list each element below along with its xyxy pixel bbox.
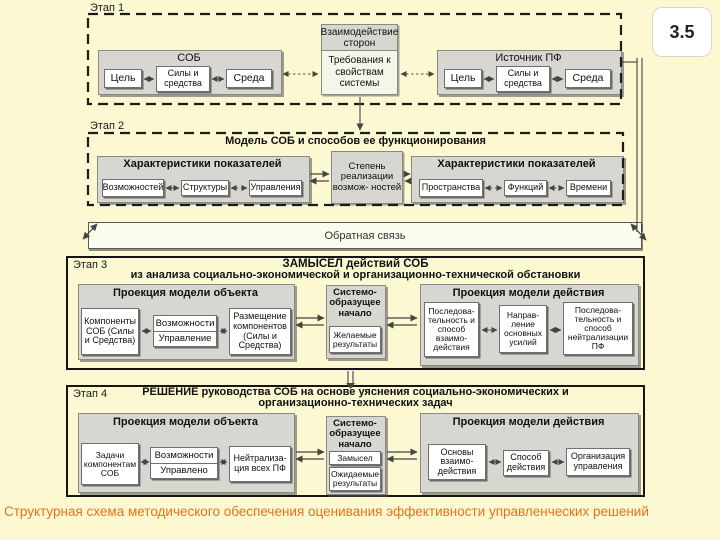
stage1-sob-forces: Силы и средства: [156, 66, 210, 92]
stage3-core-result: Желаемые результаты: [329, 326, 381, 353]
stage1-interaction-body: Требования к свойствам системы: [321, 51, 398, 95]
stage2-right-item-space: Пространства: [419, 179, 483, 197]
stage2-right-title: Характеристики показателей: [437, 158, 596, 170]
stage4-stack: Возможности Управлено: [150, 447, 218, 479]
stage2-left-item-control: Управления: [249, 180, 302, 196]
stage1-source-environment: Среда: [565, 69, 611, 88]
stage4-neutralization-box: Нейтрализа- ция всех ПФ: [229, 446, 291, 482]
stage3-stack-control: Управление: [154, 330, 216, 347]
stage3-frame: [66, 256, 645, 370]
stage3-object-title: Проекция модели объекта: [113, 287, 258, 299]
stage2-middle-box: Степень реализации возмож- ностей: [331, 151, 403, 204]
stage1-sob-environment: Среда: [226, 69, 272, 88]
stage1-sob-title: СОБ: [177, 52, 201, 64]
feedback-band: Обратная связь: [88, 222, 642, 249]
stage4-stack-capabilities: Возможности: [154, 449, 214, 461]
stage1-interaction-header: Взаимодействие сторон: [321, 24, 398, 51]
stage4-stack-control: Управлено: [151, 462, 217, 479]
stage2-left-title: Характеристики показателей: [123, 158, 282, 170]
slide-number-badge: 3.5: [652, 7, 712, 57]
stage3-core-header: Системо- образущее начало: [329, 287, 381, 319]
stage4-action-title: Проекция модели действия: [452, 416, 605, 428]
stage3-label: Этап 3: [73, 259, 108, 271]
stage3-action-sequence: Последова- тельность и способ взаимо- де…: [424, 302, 479, 357]
slide-caption: Структурная схема методического обеспече…: [4, 504, 649, 519]
stage1-source-title: Источник ПФ: [495, 52, 562, 64]
stage3-title-line2: из анализа социально-экономической и орг…: [130, 269, 581, 281]
stage1-source-forces: Силы и средства: [496, 66, 550, 92]
stage2-right-item-time: Времени: [566, 180, 611, 196]
stage3-components-box: Компоненты СОБ (Силы и Средства): [81, 308, 139, 355]
stage4-title-line1: РЕШЕНИЕ руководства СОБ на основе уяснен…: [142, 386, 569, 398]
stage2-label: Этап 2: [90, 120, 125, 132]
stage4-core-idea: Замысел: [329, 451, 381, 465]
stage4-core-header: Системо- образущее начало: [329, 418, 381, 450]
stage2-right-item-functions: Функций: [504, 180, 547, 196]
stage4-core-result: Ожидаемые результаты: [329, 467, 381, 491]
stage1-label: Этап 1: [90, 2, 125, 14]
stage3-stack: Возможности Управление: [153, 315, 217, 347]
stage3-stack-capabilities: Возможности: [155, 317, 215, 329]
stage4-action-organization: Организация управления: [566, 448, 630, 476]
stage4-title-line2: организационно-технических задач: [258, 397, 453, 409]
stage3-action-neutralization: Последова- тельность и способ нейтрализа…: [563, 302, 633, 355]
stage2-left-item-structures: Структуры: [181, 180, 229, 196]
stage4-frame: [66, 385, 645, 497]
stage4-tasks-box: Задачи компонентам СОБ: [81, 443, 139, 485]
stage4-action-basics: Основы взаимо- действия: [428, 444, 486, 480]
stage2-left-item-capabilities: Возможностей: [102, 179, 164, 197]
stage4-action-method: Способ действия: [503, 450, 549, 476]
stage3-title-line1: ЗАМЫСЕЛ действий СОБ: [282, 258, 429, 270]
stage2-title: Модель СОБ и способов ее функционировани…: [225, 135, 486, 147]
stage1-source-goal: Цель: [444, 69, 482, 88]
stage3-action-direction: Направ- ление основных усилий: [499, 305, 547, 353]
stage3-placement-box: Размещение компонентов (Силы и Средства): [229, 308, 291, 355]
stage1-sob-goal: Цель: [104, 69, 142, 88]
stage3-action-title: Проекция модели действия: [452, 287, 605, 299]
stage4-label: Этап 4: [73, 388, 108, 400]
stage4-object-title: Проекция модели объекта: [113, 416, 258, 428]
